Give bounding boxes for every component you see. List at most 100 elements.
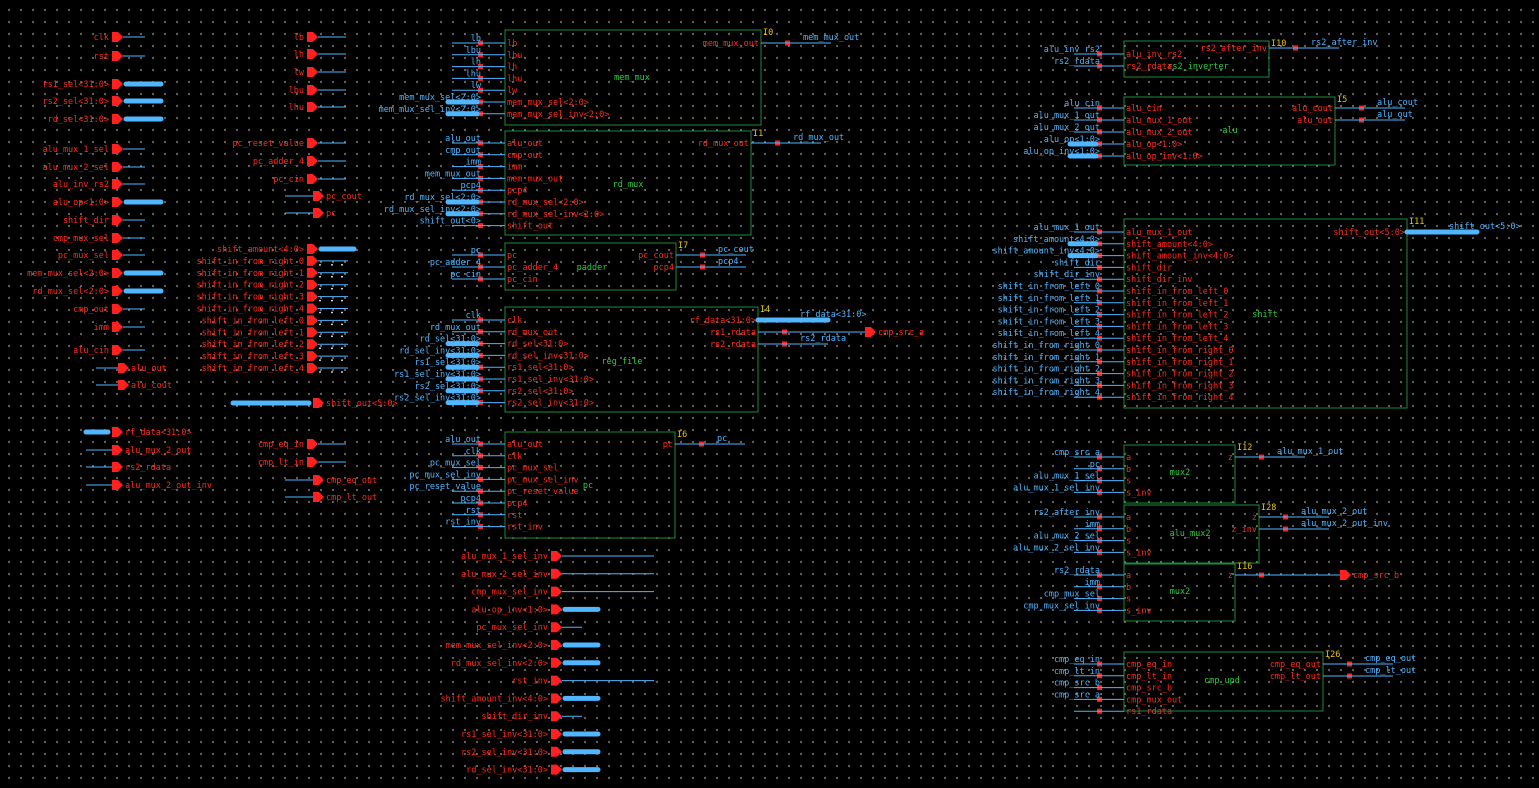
input-pin-cmp-mux-sel[interactable]: [112, 233, 123, 243]
input-pin-pc-mux-sel-inv[interactable]: [551, 622, 562, 633]
input-pin-shift-in-from-right-0[interactable]: [307, 255, 318, 266]
input-pin-shift-in-from-left-3[interactable]: [307, 351, 318, 362]
input-pin-pc-mux-sel[interactable]: [112, 250, 123, 260]
instance-shift[interactable]: [1123, 218, 1408, 409]
input-pin-alu-op-inv-1-0[interactable]: [551, 604, 562, 615]
instance-mem_mux[interactable]: [504, 29, 762, 126]
input-pin-lhu[interactable]: [307, 102, 318, 112]
output-pin-cmp-src-a[interactable]: [865, 327, 876, 337]
input-pin-cmp-lt-in[interactable]: [307, 457, 318, 467]
input-pin-shift-in-from-left-4[interactable]: [307, 363, 318, 373]
input-pin-alu-mux-1-sel[interactable]: [112, 144, 123, 154]
input-pin-shift-amount-4-0[interactable]: [307, 244, 318, 254]
instance-name: mem_mux: [614, 73, 650, 83]
net-label-pc: pc: [717, 434, 727, 444]
input-pin-lw[interactable]: [307, 67, 318, 77]
output-pin-cmp-lt-out[interactable]: [313, 492, 324, 502]
junction-dot: [341, 264, 343, 266]
input-pin-shift-in-from-right-4[interactable]: [307, 303, 318, 314]
instance-pin-pc: pc: [507, 251, 517, 261]
input-pin-shift-in-from-left-2[interactable]: [307, 339, 318, 350]
input-pin-shift-amount-inv-4-0[interactable]: [551, 693, 562, 704]
instance-rs2_inverter[interactable]: [1123, 40, 1270, 78]
instance-reg_file[interactable]: [504, 306, 759, 413]
output-pin-rs2-rdata[interactable]: [112, 462, 123, 472]
input-pin-cmp-mux-sel-inv[interactable]: [551, 586, 562, 597]
input-pin-shift-in-from-left-1[interactable]: [307, 327, 318, 338]
input-pin-mem-mux-sel-inv-2-0[interactable]: [551, 640, 562, 650]
output-pin-alu-mux-2-out[interactable]: [112, 445, 123, 455]
input-pin-shift-in-from-right-2[interactable]: [307, 279, 318, 290]
instance-pin-pc-adder-4: pc_adder_4: [507, 263, 558, 273]
input-pin-imm[interactable]: [112, 322, 123, 332]
instance-alu[interactable]: [1123, 96, 1336, 166]
instance-pin-s: s: [1126, 477, 1131, 487]
instance-rd_mux[interactable]: [504, 130, 752, 236]
net-label-alu-cout: alu_cout: [1377, 98, 1418, 108]
input-pin-cmp-out[interactable]: [112, 304, 123, 314]
input-pin-shift-in-from-left-0[interactable]: [307, 315, 318, 326]
instance-pc[interactable]: [504, 431, 676, 539]
junction-dot: [331, 299, 333, 302]
output-pin-pc[interactable]: [313, 208, 324, 218]
input-pin-clk[interactable]: [112, 32, 123, 42]
input-pin-alu-mux-1-sel-inv[interactable]: [551, 551, 562, 561]
pin-label-shift-in-from-left-3: shift_in_from_left_3: [202, 352, 304, 362]
input-pin-shift-dir-inv[interactable]: [551, 711, 562, 722]
instance-alu_mux2[interactable]: [1123, 504, 1260, 564]
instance-mux2b[interactable]: [1123, 563, 1236, 622]
input-pin-shift-in-from-right-3[interactable]: [307, 291, 318, 302]
input-pin-lb[interactable]: [307, 32, 318, 42]
input-pin-alu-mux-2-sel[interactable]: [112, 162, 123, 172]
input-pin-cmp-eq-in[interactable]: [307, 439, 318, 449]
input-pin-pc-adder-4[interactable]: [307, 156, 318, 166]
input-pin-rst[interactable]: [112, 51, 123, 61]
input-pin-mem-mux-sel-2-0[interactable]: [112, 268, 123, 278]
instance-pin-lw: lw: [507, 86, 518, 96]
pin-label-rs1-sel-31-0: rs1_sel<31:0>: [42, 80, 109, 90]
input-pin-rs2-sel-31-0[interactable]: [112, 96, 123, 106]
input-pin-rd-sel-31-0[interactable]: [112, 114, 123, 124]
input-pin-alu-cin[interactable]: [112, 345, 123, 355]
instance-pin-rd-mux-out: rd_mux_out: [507, 328, 558, 338]
junction-dot: [319, 275, 321, 278]
net-label-shift-in-from-right-1: shift_in_from_right_1: [993, 353, 1100, 363]
input-pin-rd-mux-sel-2-0[interactable]: [112, 286, 123, 296]
output-pin-shift-out-5-0[interactable]: [313, 398, 324, 408]
input-pin-rd-mux-sel-inv-2-0[interactable]: [551, 657, 562, 668]
instance-pin-a: a: [1126, 453, 1131, 463]
input-pin-lh[interactable]: [307, 49, 318, 59]
pin-label-cmp-mux-sel-inv: cmp_mux_sel_inv: [471, 588, 548, 598]
input-pin-shift-in-from-right-1[interactable]: [307, 267, 318, 278]
input-pin-pc-reset-value[interactable]: [307, 138, 318, 148]
instance-cmp_upd[interactable]: [1123, 651, 1324, 712]
input-pin-alu-inv-rs2[interactable]: [112, 179, 123, 189]
output-pin-alu-mux-2-out-inv[interactable]: [112, 480, 123, 490]
pin-label-cmp-out: cmp_out: [73, 305, 109, 315]
input-pin-rs1-sel-inv-31-0[interactable]: [551, 729, 562, 739]
net-label-rs1-sel-31-0: rs1_sel<31:0>: [414, 358, 481, 368]
input-pin-alu-mux-2-sel-inv[interactable]: [551, 568, 562, 579]
input-pin-rs2-sel-inv-31-0[interactable]: [551, 746, 562, 757]
output-pin-rf-data-31-0[interactable]: [112, 427, 123, 437]
input-pin-pc-cin[interactable]: [307, 174, 318, 184]
input-pin-rs1-sel-31-0[interactable]: [112, 79, 123, 89]
pin-label-alu-out: alu_out: [131, 364, 167, 374]
instance-mux2a[interactable]: [1123, 444, 1236, 504]
instance-pin-s: s: [1126, 537, 1131, 547]
instance-number: I1: [753, 129, 763, 139]
net-label-alu-inv-rs2: alu_inv_rs2: [1044, 45, 1100, 55]
input-pin-rd-sel-inv-31-0[interactable]: [551, 764, 562, 775]
output-pin-cmp-src-b[interactable]: [1340, 570, 1351, 580]
net-label-rs2-rdata: rs2_rdata: [1054, 566, 1100, 576]
output-pin-cmp-eq-out[interactable]: [313, 475, 324, 485]
input-pin-alu-op-1-0[interactable]: [112, 197, 123, 207]
output-pin-alu-out[interactable]: [118, 363, 129, 373]
input-pin-lbu[interactable]: [307, 85, 318, 95]
output-pin-alu-cout[interactable]: [118, 380, 129, 390]
output-pin-pc-cout[interactable]: [313, 191, 324, 201]
input-pin-shift-dir[interactable]: [112, 215, 123, 225]
input-pin-rst-inv[interactable]: [551, 675, 562, 686]
